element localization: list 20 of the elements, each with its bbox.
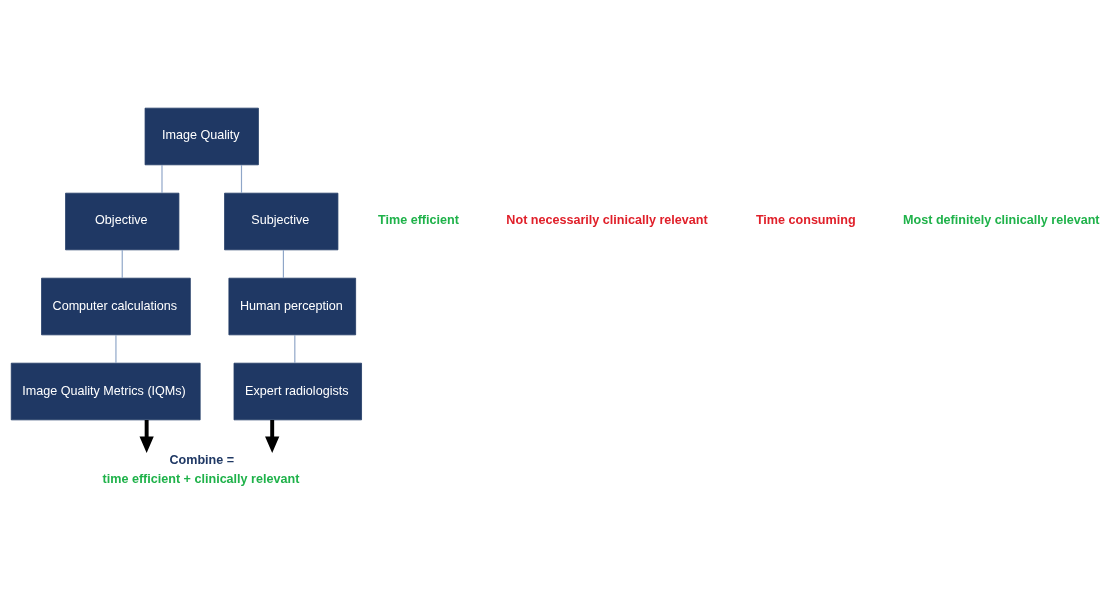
connector bbox=[294, 333, 296, 363]
connector bbox=[121, 248, 123, 278]
label: Time efficient bbox=[378, 212, 459, 227]
node-box: Human perception bbox=[228, 277, 357, 335]
connector bbox=[240, 163, 243, 193]
node-box: Subjective bbox=[224, 192, 339, 250]
connector bbox=[161, 163, 163, 193]
node-box: Objective bbox=[65, 192, 180, 250]
arrow bbox=[139, 419, 154, 453]
connector bbox=[282, 248, 284, 278]
node-text: Combine = time efficient + clinically relevant bbox=[102, 452, 300, 486]
label: Time consuming bbox=[755, 212, 856, 227]
node-box: Computer calculations bbox=[41, 277, 191, 335]
connector bbox=[115, 333, 117, 363]
node-box: Image Quality bbox=[144, 107, 259, 165]
node-box: Expert radiologists bbox=[233, 362, 362, 420]
node-box: Image Quality Metrics (IQMs) bbox=[10, 362, 201, 420]
label: Most definitely clinically relevant bbox=[903, 212, 1100, 227]
label: Not necessarily clinically relevant bbox=[506, 212, 708, 227]
arrow bbox=[265, 419, 280, 453]
